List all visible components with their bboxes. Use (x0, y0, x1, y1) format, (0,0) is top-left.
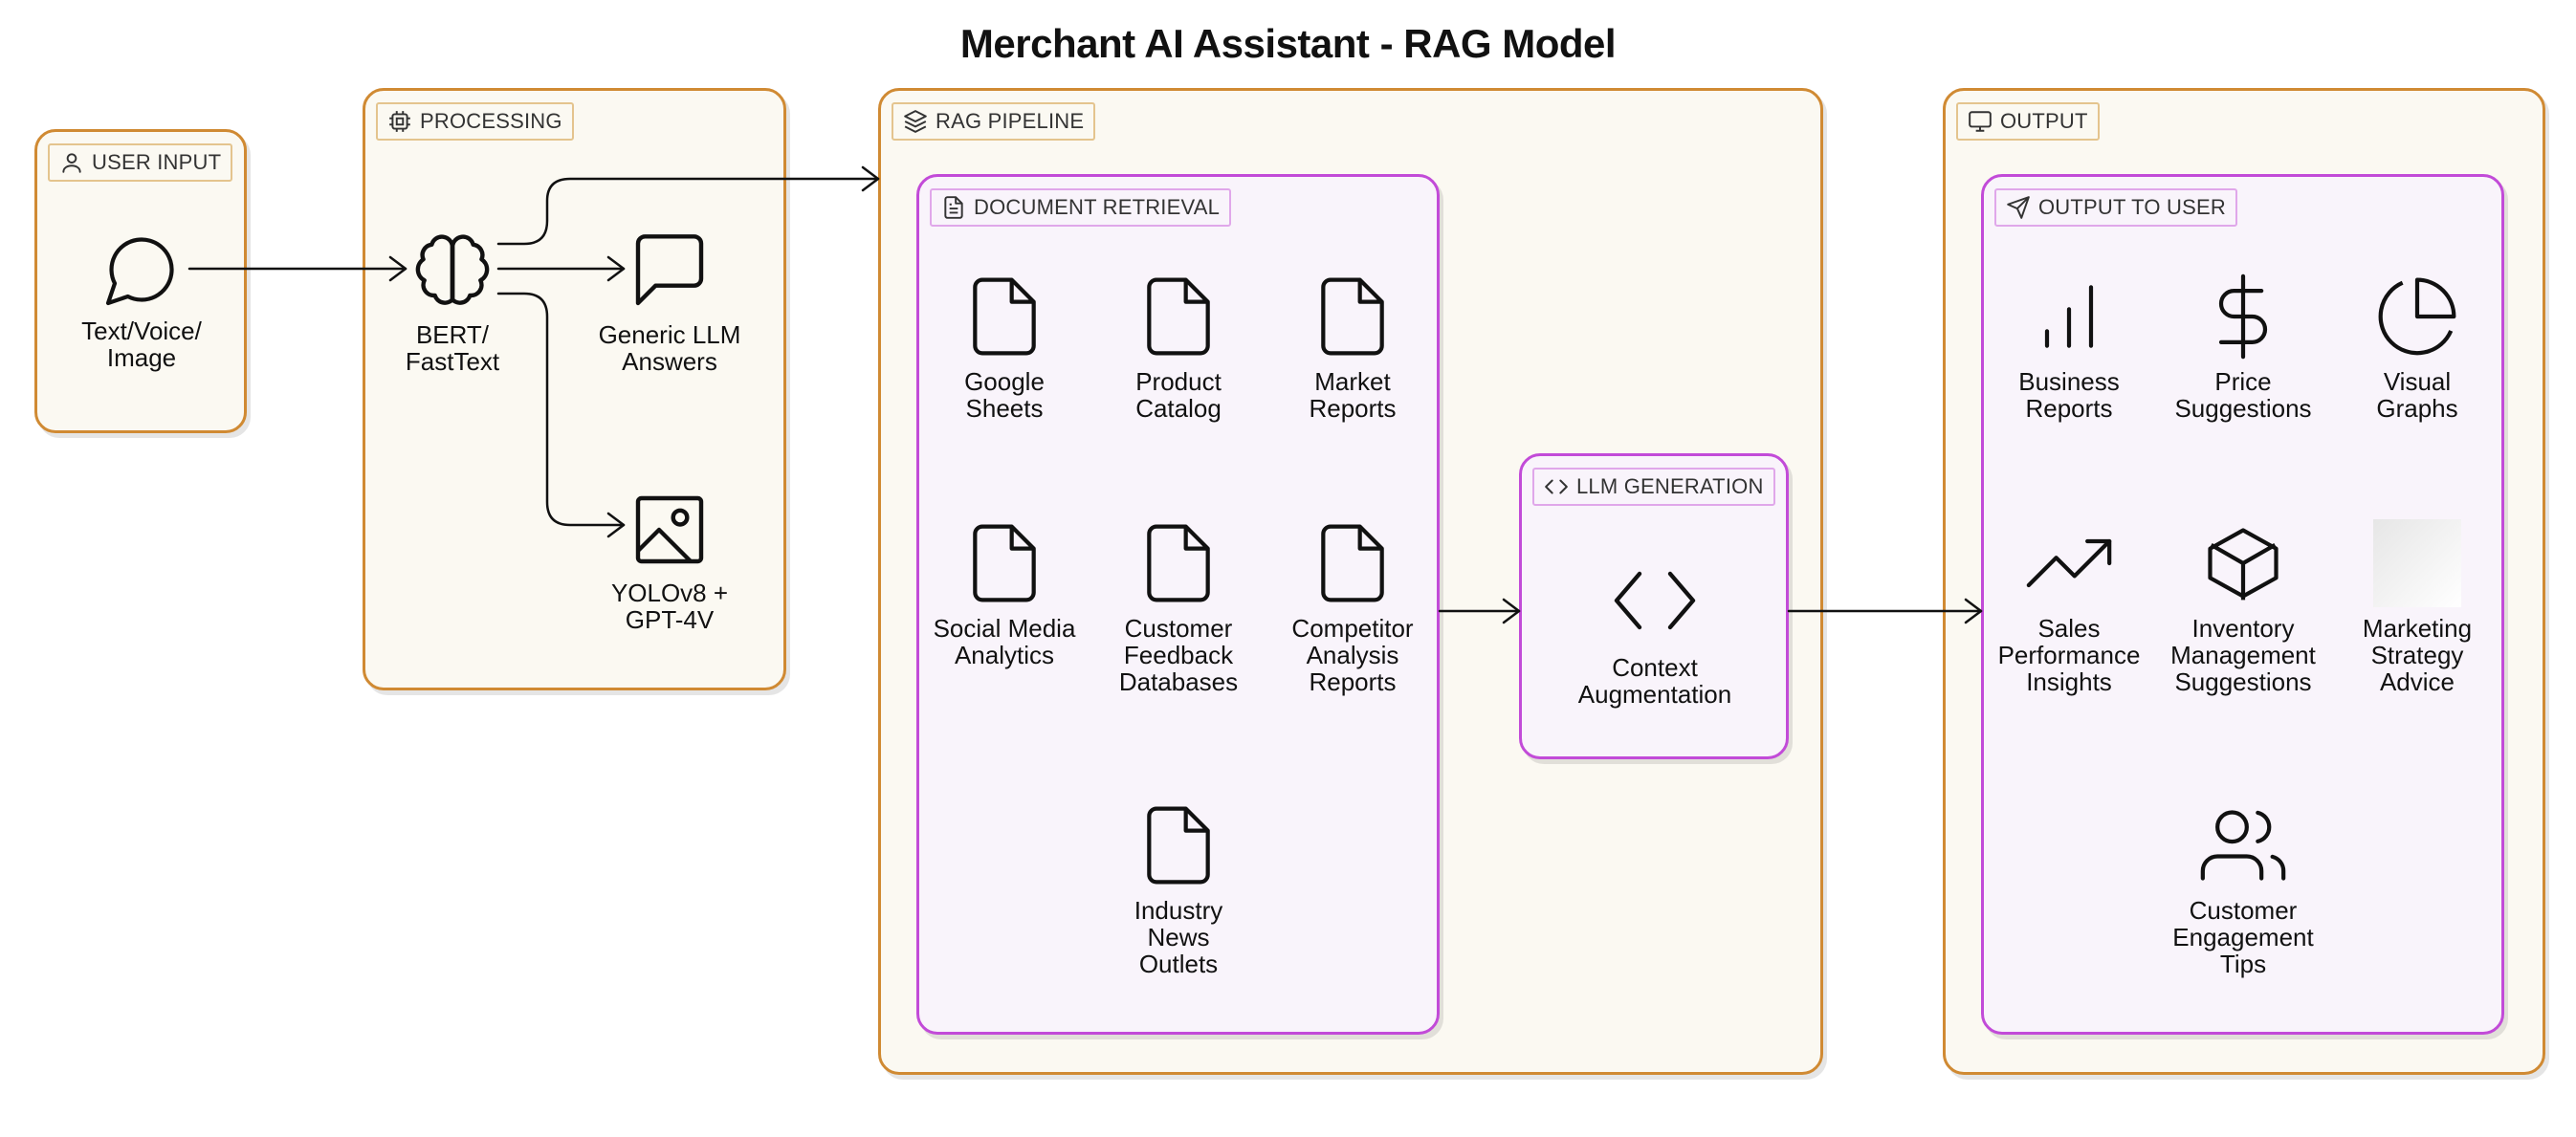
market-reports-node: Market Reports (1266, 273, 1439, 422)
file-icon (1147, 524, 1210, 602)
cpu-icon (389, 111, 410, 132)
google-sheets-node: Google Sheets (918, 273, 1090, 422)
brain-icon (415, 234, 490, 305)
context-augmentation-node: Context Augmentation (1530, 555, 1779, 708)
business-reports-node: Business Reports (1983, 273, 2155, 422)
placeholder-image-icon (2373, 519, 2461, 607)
file-icon (973, 277, 1036, 356)
competitor-analysis-node: Competitor Analysis Reports (1266, 519, 1439, 695)
output-to-user-label: OUTPUT TO USER (1994, 188, 2237, 227)
file-icon (1147, 806, 1210, 885)
text-voice-image-node: Text/Voice/ Image (55, 230, 228, 371)
inventory-suggestions-node: Inventory Management Suggestions (2157, 519, 2329, 695)
file-icon (973, 524, 1036, 602)
message-circle-icon (105, 237, 174, 306)
user-input-label: USER INPUT (48, 143, 233, 182)
send-icon (2007, 196, 2030, 219)
pie-chart-icon (2378, 277, 2456, 356)
llm-generation-label: LLM GENERATION (1532, 468, 1775, 506)
bert-fasttext-node: BERT/ FastText (376, 230, 529, 375)
code-icon (1545, 479, 1568, 494)
output-label: OUTPUT (1956, 102, 2100, 141)
engagement-tips-node: Customer Engagement Tips (2157, 801, 2329, 977)
social-media-node: Social Media Analytics (918, 519, 1090, 668)
dollar-sign-icon (2218, 273, 2268, 360)
product-catalog-node: Product Catalog (1092, 273, 1265, 422)
visual-graphs-node: Visual Graphs (2331, 273, 2503, 422)
file-icon (1321, 277, 1384, 356)
monitor-icon (1969, 111, 1992, 132)
sales-insights-node: Sales Performance Insights (1983, 519, 2155, 695)
yolo-gpt-node: YOLOv8 + GPT-4V (574, 488, 765, 633)
code-icon (1614, 571, 1696, 630)
file-text-icon (944, 196, 963, 219)
trending-up-icon (2026, 538, 2112, 588)
rag-pipeline-label: RAG PIPELINE (892, 102, 1096, 141)
bar-chart-icon (2044, 285, 2094, 348)
customer-feedback-node: Customer Feedback Databases (1092, 519, 1265, 695)
file-icon (1147, 277, 1210, 356)
generic-llm-node: Generic LLM Answers (574, 230, 765, 375)
industry-news-node: Industry News Outlets (1092, 801, 1265, 977)
marketing-advice-node: Marketing Strategy Advice (2331, 519, 2503, 695)
users-icon (2200, 810, 2286, 881)
user-icon (62, 153, 81, 173)
processing-label: PROCESSING (376, 102, 574, 141)
diagram-title: Merchant AI Assistant - RAG Model (959, 21, 1617, 66)
price-suggestions-node: Price Suggestions (2157, 273, 2329, 422)
box-icon (2208, 528, 2279, 601)
document-retrieval-label: DOCUMENT RETRIEVAL (930, 188, 1232, 227)
arrowhead (861, 165, 880, 192)
message-square-icon (635, 234, 704, 306)
file-icon (1321, 524, 1384, 602)
layers-icon (904, 110, 927, 133)
image-icon (635, 495, 704, 564)
document-retrieval-group (916, 174, 1440, 1035)
